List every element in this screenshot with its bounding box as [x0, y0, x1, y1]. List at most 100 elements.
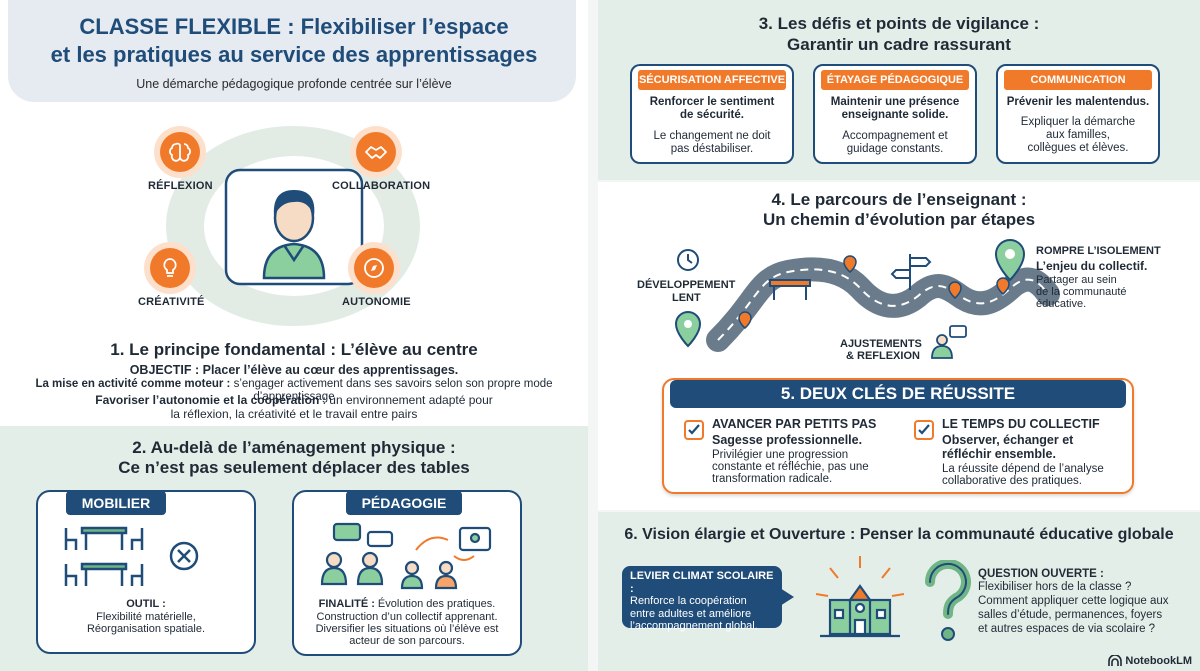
key1-bold: Sagesse professionnelle. — [712, 433, 863, 447]
label-autonomie: AUTONOMIE — [342, 296, 411, 308]
header-box — [8, 0, 576, 102]
card-securisation-note2: pas déstabiliser. — [670, 143, 754, 155]
brain-icon — [160, 132, 200, 172]
lever-line2: entre adultes et améliore — [630, 607, 752, 620]
label-partager-line1: Partager au sein — [1036, 274, 1117, 286]
mobilier-label: OUTIL : — [126, 598, 166, 610]
key1-line1: Privilégier une progression — [712, 449, 849, 461]
key1-title: AVANCER PAR PETITS PAS — [712, 417, 877, 431]
furniture-icon — [64, 526, 199, 586]
compass-icon — [354, 248, 394, 288]
label-ajustements-line1: AJUSTEMENTS — [840, 338, 922, 350]
card-etayage-tag: ÉTAYAGE PÉDAGOGIQUE — [821, 70, 969, 90]
label-collaboration: COLLABORATION — [332, 180, 431, 192]
key2-title: LE TEMPS DU COLLECTIF — [942, 417, 1100, 431]
key1-line2: constante et réfléchie, pas une — [712, 461, 869, 473]
card-etayage-note1: Accompagnement et — [842, 130, 948, 142]
question-title: QUESTION OUVERTE : — [978, 568, 1104, 580]
main-title-line2: et les pratiques au service des apprenti… — [50, 42, 538, 67]
lever-box — [622, 566, 782, 628]
collaboration-people-icon — [320, 522, 492, 590]
card-communication-note1: Expliquer la démarche — [1020, 116, 1136, 128]
section1-objectif: OBJECTIF : Placer l’élève au cœur des ap… — [129, 363, 459, 377]
card-etayage-note2: guidage constants. — [846, 143, 944, 155]
card-securisation-tag: SÉCURISATION AFFECTIVE — [638, 70, 786, 90]
card-securisation-bold2: de sécurité. — [680, 109, 744, 121]
key2-bold1: Observer, échanger et — [942, 433, 1074, 447]
pedagogie-line2: Construction d’un collectif apprenant. — [316, 611, 498, 623]
card-etayage-bold2: enseignante solide. — [841, 109, 949, 121]
lever-pointer-icon — [780, 588, 794, 606]
main-title-line1: CLASSE FLEXIBLE : Flexibiliser l’espace — [79, 14, 509, 39]
key2-line1: La réussite dépend de l’analyse — [942, 463, 1104, 475]
pedagogie-line3: Diversifier les situations où l’élève es… — [315, 623, 499, 635]
teacher-path-road-icon — [674, 238, 1060, 359]
checkmark-icon — [684, 420, 704, 440]
section2-title-line1: 2. Au-delà de l’aménagement physique : — [132, 438, 456, 457]
section4-title-line1: 4. Le parcours de l’enseignant : — [771, 190, 1027, 209]
section1-mise-label: La mise en activité comme moteur : — [35, 378, 231, 390]
pedagogie-line1: FINALITÉ : Évolution des pratiques. — [296, 598, 518, 611]
student-icon — [224, 168, 364, 286]
question-mark-icon — [924, 560, 971, 641]
footer-brand-text: NotebookLM — [1125, 655, 1192, 667]
card-etayage: ÉTAYAGE PÉDAGOGIQUE Maintenir une présen… — [813, 64, 977, 164]
label-creativite: CRÉATIVITÉ — [138, 296, 205, 308]
section2-title-line2: Ce n’est pas seulement déplacer des tabl… — [118, 458, 470, 477]
pedagogie-label: FINALITÉ : — [318, 598, 375, 610]
label-partager-line2: de la communauté — [1036, 286, 1127, 298]
card-securisation: SÉCURISATION AFFECTIVE Renforcer le sent… — [630, 64, 794, 164]
card-communication-bold1: Prévenir les malentendus. — [1006, 96, 1150, 108]
section3-title-line2: Garantir un cadre rassurant — [787, 35, 1011, 54]
card-securisation-note1: Le changement ne doit — [653, 130, 771, 142]
question-line1: Flexibiliser hors de la classe ? — [978, 581, 1132, 593]
mobilier-line2: Réorganisation spatiale. — [86, 623, 206, 635]
footer-brand: NotebookLM — [1108, 655, 1192, 667]
label-developpement-line2: LENT — [672, 292, 701, 304]
card-etayage-bold1: Maintenir une présence — [830, 96, 960, 108]
label-enjeu: L’enjeu du collectif. — [1036, 259, 1148, 273]
handshake-icon — [356, 132, 396, 172]
card-communication-note3: collègues et élèves. — [1027, 142, 1129, 154]
lightbulb-icon — [150, 248, 190, 288]
section1-favoriser: Favoriser l’autonomie et la coopération … — [0, 394, 588, 407]
section1-mise: La mise en activité comme moteur : s’eng… — [0, 378, 588, 404]
section1-mise-text: s’engager activement dans ses savoirs se… — [230, 378, 553, 403]
question-line2: Comment appliquer cette logique aux — [978, 595, 1169, 607]
lever-line1: Renforce la coopération — [630, 595, 747, 607]
pedagogie-line4: acteur de son parcours. — [349, 635, 465, 647]
section6-title: 6. Vision élargie et Ouverture : Penser … — [624, 526, 1174, 543]
lever-title: LEVIER CLIMAT SCOLAIRE : — [630, 570, 774, 595]
section3-title-line1: 3. Les défis et points de vigilance : — [758, 14, 1040, 33]
key1-line3: transformation radicale. — [712, 473, 833, 485]
section1-favoriser-label: Favoriser l’autonomie et la coopération — [95, 393, 320, 407]
mobilier-tag: MOBILIER — [66, 491, 166, 515]
question-line3: salles d’étude, permanences, foyers — [978, 609, 1163, 621]
mobilier-line1: Flexibilité matérielle, — [96, 611, 196, 623]
lever-line3: l’accompagnement global. — [630, 620, 758, 632]
label-developpement-line1: DÉVELOPPEMENT — [637, 279, 736, 291]
card-communication: COMMUNICATION Prévenir les malentendus. … — [996, 64, 1160, 164]
label-partager-line3: éducative. — [1036, 298, 1087, 310]
card-communication-tag: COMMUNICATION — [1004, 70, 1152, 90]
pedagogie-line1-text: Évolution des pratiques. — [374, 598, 496, 610]
main-subtitle: Une démarche pédagogique profonde centré… — [136, 77, 452, 91]
section4-title-line2: Un chemin d’évolution par étapes — [762, 210, 1036, 229]
section1-favoriser-text2: la réflexion, la créativité et le travai… — [170, 407, 418, 421]
card-communication-note2: aux familles, — [1046, 129, 1110, 141]
pedagogie-tag: PÉDAGOGIE — [346, 491, 462, 515]
notebooklm-logo-icon — [1108, 655, 1123, 666]
checkmark-icon — [914, 420, 934, 440]
lever-text: LEVIER CLIMAT SCOLAIRE : Renforce la coo… — [630, 570, 780, 633]
question-line4: et autres espaces de via scolaire ? — [978, 623, 1156, 635]
label-reflexion: RÉFLEXION — [148, 180, 213, 192]
card-securisation-bold1: Renforcer le sentiment — [649, 96, 775, 108]
key2-line2: collaborative des pratiques. — [942, 475, 1082, 487]
section1-title: 1. Le principe fondamental : L’élève au … — [110, 340, 478, 359]
label-rompre: ROMPRE L’ISOLEMENT — [1036, 245, 1161, 257]
key2-bold2: réfléchir ensemble. — [942, 447, 1056, 461]
section5-title: 5. DEUX CLÉS DE RÉUSSITE — [670, 380, 1126, 408]
label-ajustements-line2: & REFLEXION — [846, 350, 920, 362]
section1-favoriser-text: : un environnement adapté pour — [319, 393, 493, 407]
school-icon — [815, 556, 905, 638]
